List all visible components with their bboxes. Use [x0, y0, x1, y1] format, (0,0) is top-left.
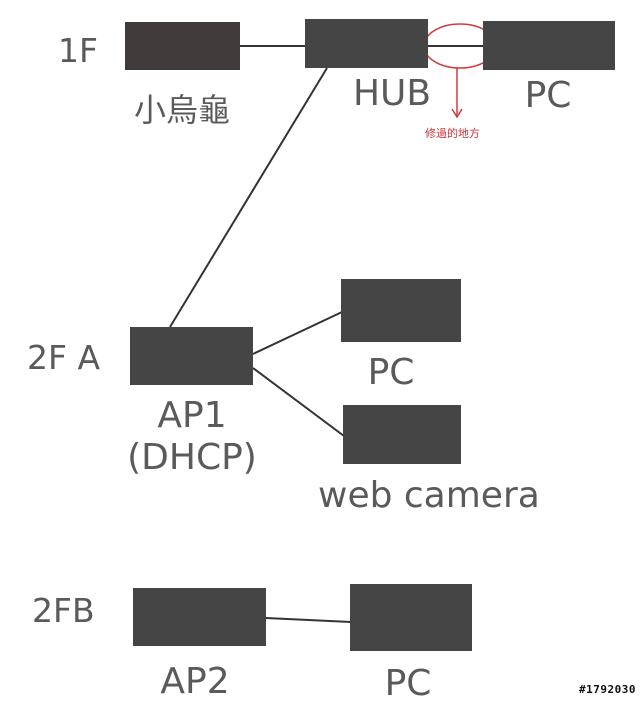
hub-box [305, 19, 428, 68]
ap1-box [130, 327, 253, 385]
pc-2fa-box [341, 279, 461, 342]
annotation-arrow-head [451, 108, 463, 119]
watermark: #1792030 [579, 683, 636, 696]
webcam-box [343, 405, 461, 464]
annotation-note: 修過的地方 [425, 127, 480, 140]
pc-2fb-box [350, 584, 472, 651]
ap2-box [133, 588, 266, 646]
turtle-device-box [125, 22, 240, 70]
ap1-dhcp-label: (DHCP) [127, 437, 257, 478]
ap1-label: AP1 [157, 395, 227, 436]
webcam-label: web camera [318, 475, 540, 516]
link-ap1-pc [252, 311, 343, 355]
ap2-label: AP2 [160, 661, 230, 702]
turtle-label: 小烏龜 [133, 91, 230, 129]
floor-label-1f: 1F [58, 31, 98, 70]
pc-1f-box [483, 21, 615, 70]
hub-label: HUB [352, 73, 432, 114]
pc-2fa-label: PC [367, 352, 415, 393]
pc-2fb-label: PC [384, 663, 432, 704]
floor-label-2fa: 2F A [27, 338, 101, 377]
link-ap1-webcam [252, 367, 345, 437]
pc-1f-label: PC [524, 75, 572, 116]
link-ap2-pc [265, 617, 352, 623]
link-hub-ap1 [169, 67, 328, 328]
floor-label-2fb: 2FB [32, 591, 95, 630]
